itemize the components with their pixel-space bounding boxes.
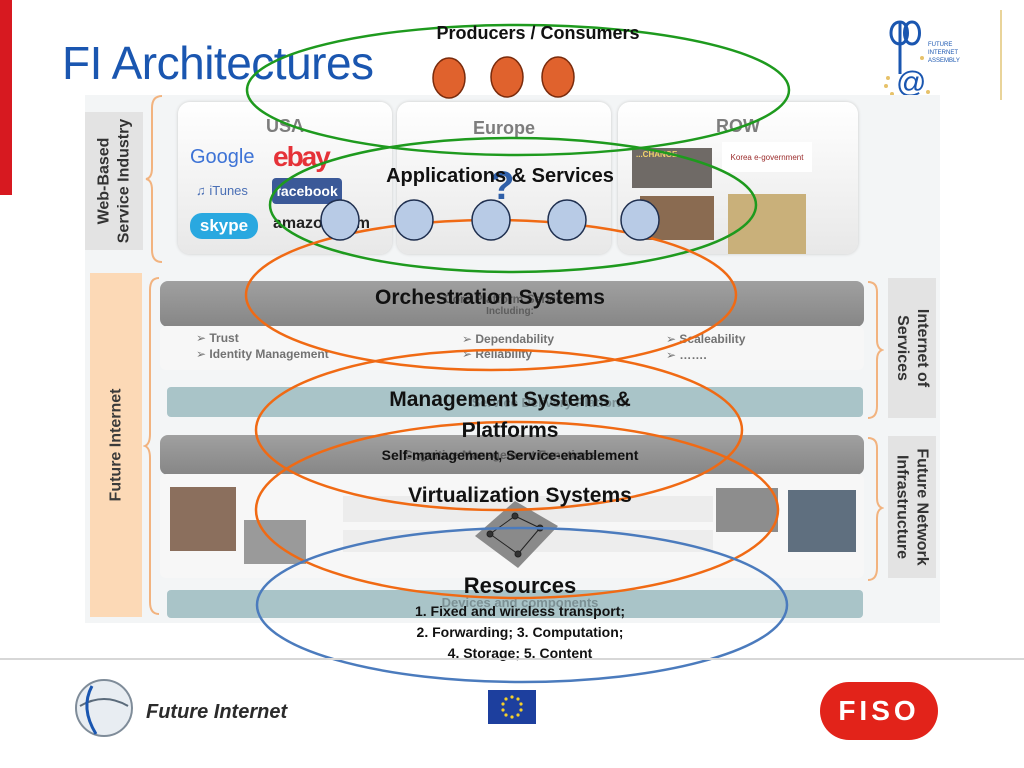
skype-logo: skype bbox=[190, 213, 258, 239]
service-node-3 bbox=[471, 199, 511, 241]
core-platform-band bbox=[160, 281, 864, 327]
future-internet-brace bbox=[143, 277, 160, 615]
feature-dependability: ➢ Dependability bbox=[462, 332, 555, 346]
future-network-brace bbox=[867, 437, 884, 581]
korea-egov-logo: Korea e-government bbox=[722, 142, 812, 172]
service-node-4 bbox=[547, 199, 587, 241]
row-map-photo bbox=[728, 194, 806, 254]
eu-flag-icon bbox=[488, 690, 536, 724]
virtualization-systems-label: Virtualization Systems bbox=[408, 484, 632, 507]
resources-line-2: 2. Forwarding; 3. Computation; bbox=[416, 624, 624, 640]
svg-text:@: @ bbox=[896, 66, 926, 99]
network-photo-2 bbox=[716, 488, 778, 532]
header-divider bbox=[1000, 10, 1002, 100]
feature-row bbox=[160, 326, 864, 370]
web-industry-label: Web-Based Service Industry bbox=[85, 112, 143, 250]
management-systems-label-2: Platforms bbox=[461, 419, 559, 442]
internet-of-services-label: Internet of Services bbox=[888, 278, 936, 418]
core-platform-band-sub: Including: bbox=[486, 306, 534, 317]
service-node-5 bbox=[620, 199, 660, 241]
feature-scaleability: ➢ Scaleability bbox=[666, 332, 746, 346]
producers-ellipse bbox=[245, 23, 791, 157]
cognitive-functions-text: Cognitive Management Functions bbox=[403, 448, 596, 462]
footer-divider bbox=[0, 658, 1024, 660]
kiosk-photo bbox=[170, 487, 236, 551]
future-internet-label: Future Internet bbox=[90, 273, 142, 617]
facebook-logo: facebook bbox=[272, 178, 342, 204]
applications-ellipse bbox=[268, 136, 758, 274]
feature-more: ➢ ……. bbox=[666, 348, 707, 362]
assembly-text-3: ASSEMBLY bbox=[928, 58, 960, 64]
car-interior-photo bbox=[788, 490, 856, 552]
producer-node-2 bbox=[490, 56, 524, 98]
region-europe-label: Europe bbox=[472, 118, 535, 138]
service-delivery-text: Service Delivery Platform bbox=[471, 395, 629, 410]
virtualization-ellipse bbox=[254, 420, 780, 600]
service-node-2 bbox=[394, 199, 434, 241]
producer-node-1 bbox=[432, 57, 466, 99]
resources-line-3: 4. Storage; 5. Content bbox=[447, 645, 593, 661]
management-ellipse bbox=[254, 348, 744, 512]
orchestration-systems-label: Orchestration Systems bbox=[375, 286, 605, 309]
future-network-label: Future Network Infrastructure bbox=[888, 436, 936, 578]
resources-ellipse bbox=[255, 526, 789, 684]
future-internet-globe-logo bbox=[75, 679, 133, 737]
assembly-text-1: FUTURE bbox=[928, 42, 952, 48]
question-mark-icon: ? bbox=[490, 164, 515, 208]
resources-line-1: 1. Fixed and wireless transport; bbox=[414, 603, 626, 619]
producer-node-3 bbox=[541, 56, 575, 98]
region-usa-label: USA bbox=[265, 116, 304, 136]
core-platform-band-text: Core Platform Services bbox=[443, 292, 577, 306]
music-note-icon: ♫ bbox=[196, 183, 206, 198]
ebay-logo: ebay bbox=[273, 141, 331, 172]
resources-label: Resources bbox=[463, 573, 577, 598]
devices-band bbox=[167, 590, 863, 618]
devices-band-text: Devices and components bbox=[441, 595, 599, 610]
google-logo: Google bbox=[190, 146, 255, 168]
applications-services-label: Applications & Services bbox=[386, 165, 614, 187]
self-management-label: Self-management, Service-enablement bbox=[381, 447, 639, 463]
service-node-1 bbox=[320, 199, 360, 241]
fiso-logo: FISO bbox=[820, 682, 938, 740]
assembly-text-2: INTERNET bbox=[928, 50, 958, 56]
feature-identity-management: ➢ Identity Management bbox=[196, 347, 329, 361]
management-systems-label-1: Management Systems & bbox=[389, 388, 631, 411]
future-internet-assembly-logo: @ FUTURE INTERNET ASSEMBLY bbox=[884, 20, 960, 100]
producers-consumers-label: Producers / Consumers bbox=[436, 23, 640, 43]
left-accent-bar bbox=[0, 0, 12, 195]
internet-of-services-brace bbox=[867, 281, 884, 419]
future-internet-footer-text: Future Internet bbox=[146, 701, 288, 723]
itunes-logo: ♫ iTunes bbox=[196, 183, 248, 198]
feature-trust: ➢ Trust bbox=[196, 331, 239, 345]
web-industry-brace bbox=[145, 95, 163, 263]
